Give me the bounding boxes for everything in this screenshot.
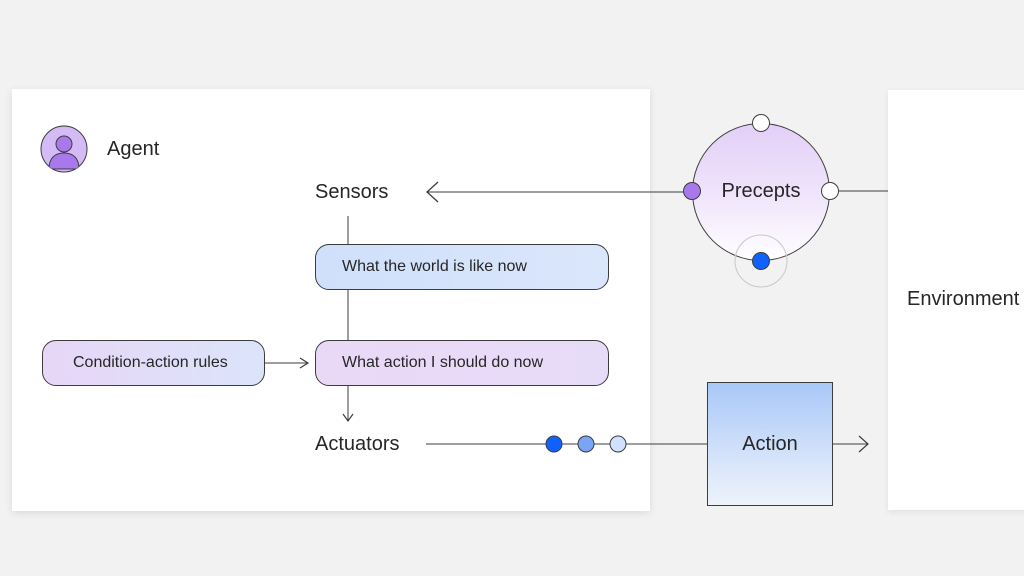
world-state-node: What the world is like now [315, 244, 609, 290]
agent-avatar [40, 125, 88, 173]
agent-panel [12, 89, 650, 511]
precepts-label: Precepts [721, 179, 801, 202]
actuators-label: Actuators [315, 433, 400, 455]
environment-panel [888, 90, 1024, 510]
environment-arrowhead [858, 435, 869, 453]
environment-label: Environment [907, 288, 1020, 310]
condition-rules-node: Condition-action rules [42, 340, 265, 386]
action-node: Action [707, 382, 833, 506]
user-icon [40, 125, 88, 173]
action-decision-node: What action I should do now [315, 340, 609, 386]
sensors-label: Sensors [315, 181, 389, 203]
agent-title: Agent [107, 138, 160, 160]
action-label: Action [742, 432, 798, 455]
precepts-node: Precepts [692, 123, 830, 261]
